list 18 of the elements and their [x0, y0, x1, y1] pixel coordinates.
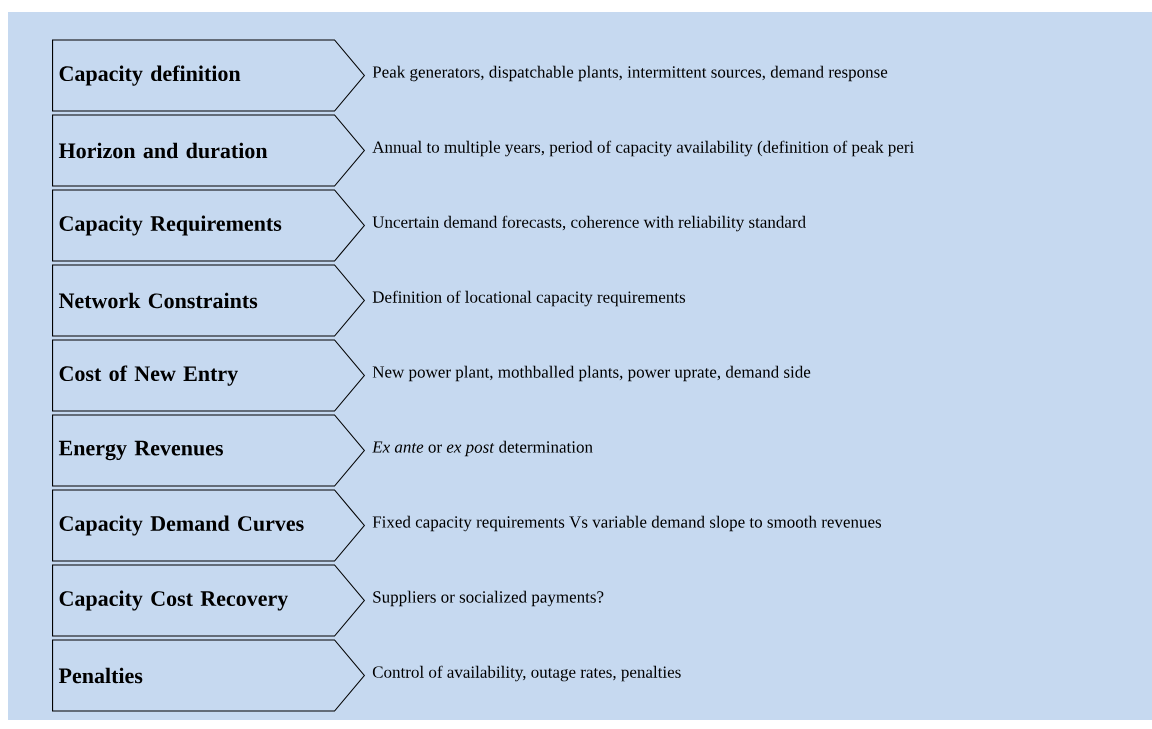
- arrow-box: Capacity Demand Curves: [52, 489, 366, 562]
- arrow-box: Energy Revenues: [52, 414, 366, 487]
- arrow-box: Cost of New Entry: [52, 339, 366, 412]
- arrow-box: Capacity Cost Recovery: [52, 564, 366, 637]
- description-text: Control of availability, outage rates, penalties: [372, 665, 681, 682]
- arrow-box: Penalties: [52, 639, 366, 712]
- description-text: Fixed capacity requirements Vs variable demand slope to smooth revenues: [372, 515, 882, 532]
- description-text: Definition of locational capacity requirements: [372, 290, 686, 307]
- arrow-box: Network Constraints: [52, 264, 366, 337]
- arrow-box: Horizon and duration: [52, 114, 366, 187]
- arrow-box: Capacity definition: [52, 39, 366, 112]
- description-text: Suppliers or socialized payments?: [373, 590, 604, 607]
- description-text: Uncertain demand forecasts, coherence with reliability standard: [372, 215, 806, 232]
- description-text: Ex ante or ex post determination: [372, 440, 593, 457]
- description-text: Peak generators, dispatchable plants, intermittent sources, demand response: [372, 65, 888, 82]
- arrow-box: Capacity Requirements: [52, 189, 366, 262]
- description-text: Annual to multiple years, period of capacity availability (definition of peak peri: [372, 140, 914, 157]
- description-text: New power plant, mothballed plants, power uprate, demand side: [372, 365, 811, 382]
